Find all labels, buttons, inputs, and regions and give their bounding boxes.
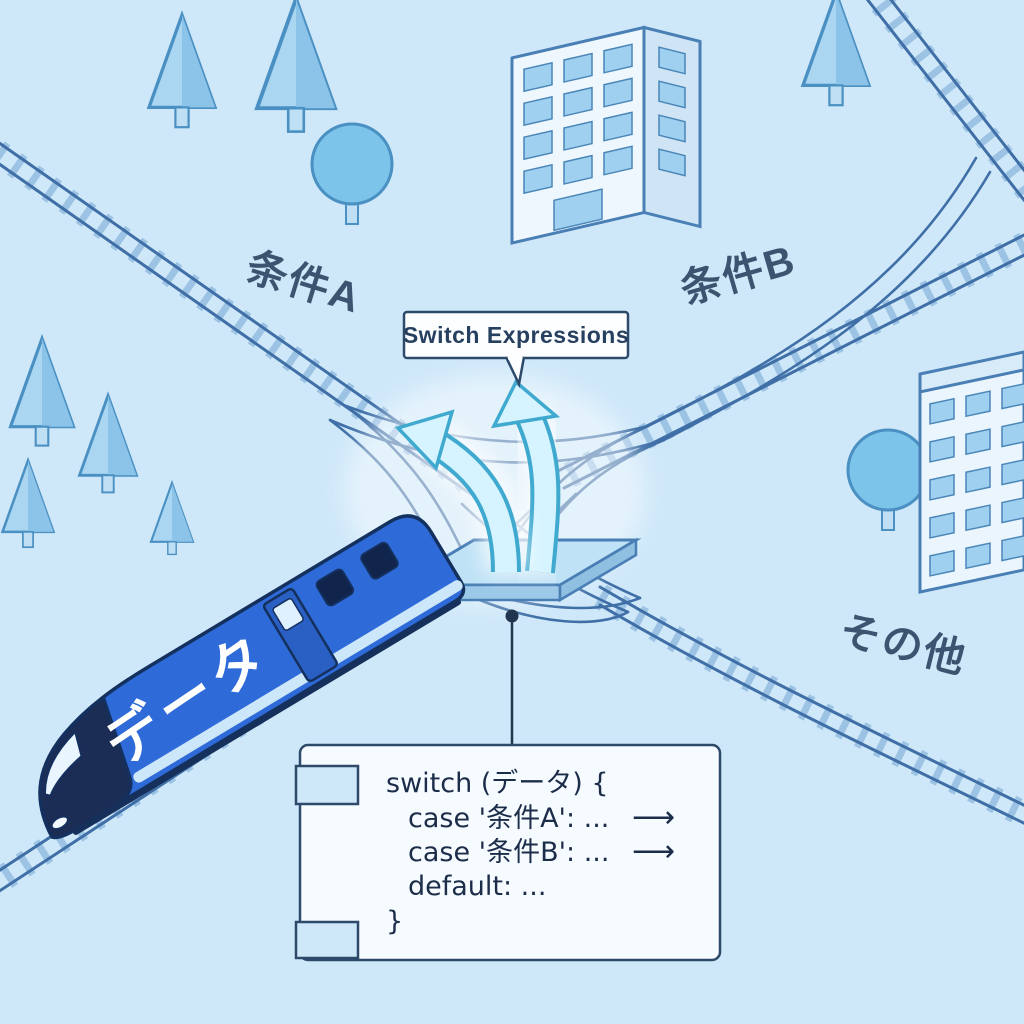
code-panel-box [298,743,722,962]
panel-notch [294,764,360,806]
branch-arrow-left-icon [394,409,527,573]
train-windshield [44,729,83,797]
train-door-window [272,598,304,631]
case-a-arrow-icon: ⟶ [632,800,675,835]
code-line-switch: switch (データ) { [386,768,609,799]
badge-pointer [504,356,526,388]
building-right-icon [918,350,1024,594]
code-line-close: } [386,906,403,937]
code-line-case-b: case '条件B': ... [408,837,609,868]
branch-arrow-right-icon [490,379,567,574]
building-top-icon [510,25,702,245]
code-line-case-a: case '条件A': ... [408,803,609,834]
switch-expressions-badge: Switch Expressions [402,310,630,388]
train-headlight [50,815,69,831]
train-illustration: データ [38,514,466,840]
callout-dot-icon [505,609,519,623]
code-line-default: default: ... [408,871,546,902]
badge-label: Switch Expressions [403,322,629,348]
train-stripe [133,580,463,783]
train-window [315,568,355,607]
train-underskirt [72,598,462,835]
panel-notch [294,920,360,960]
track-bottom-right-default [593,584,1024,829]
train-window [360,541,399,580]
code-callout-connector [505,609,519,747]
train-nose [38,694,133,839]
platform-side [558,537,638,603]
code-panel: switch (データ) { case '条件A': ... ⟶ case '条… [294,743,722,962]
case-b-arrow-icon: ⟶ [632,834,675,869]
track-top-right-corner [862,0,1024,207]
